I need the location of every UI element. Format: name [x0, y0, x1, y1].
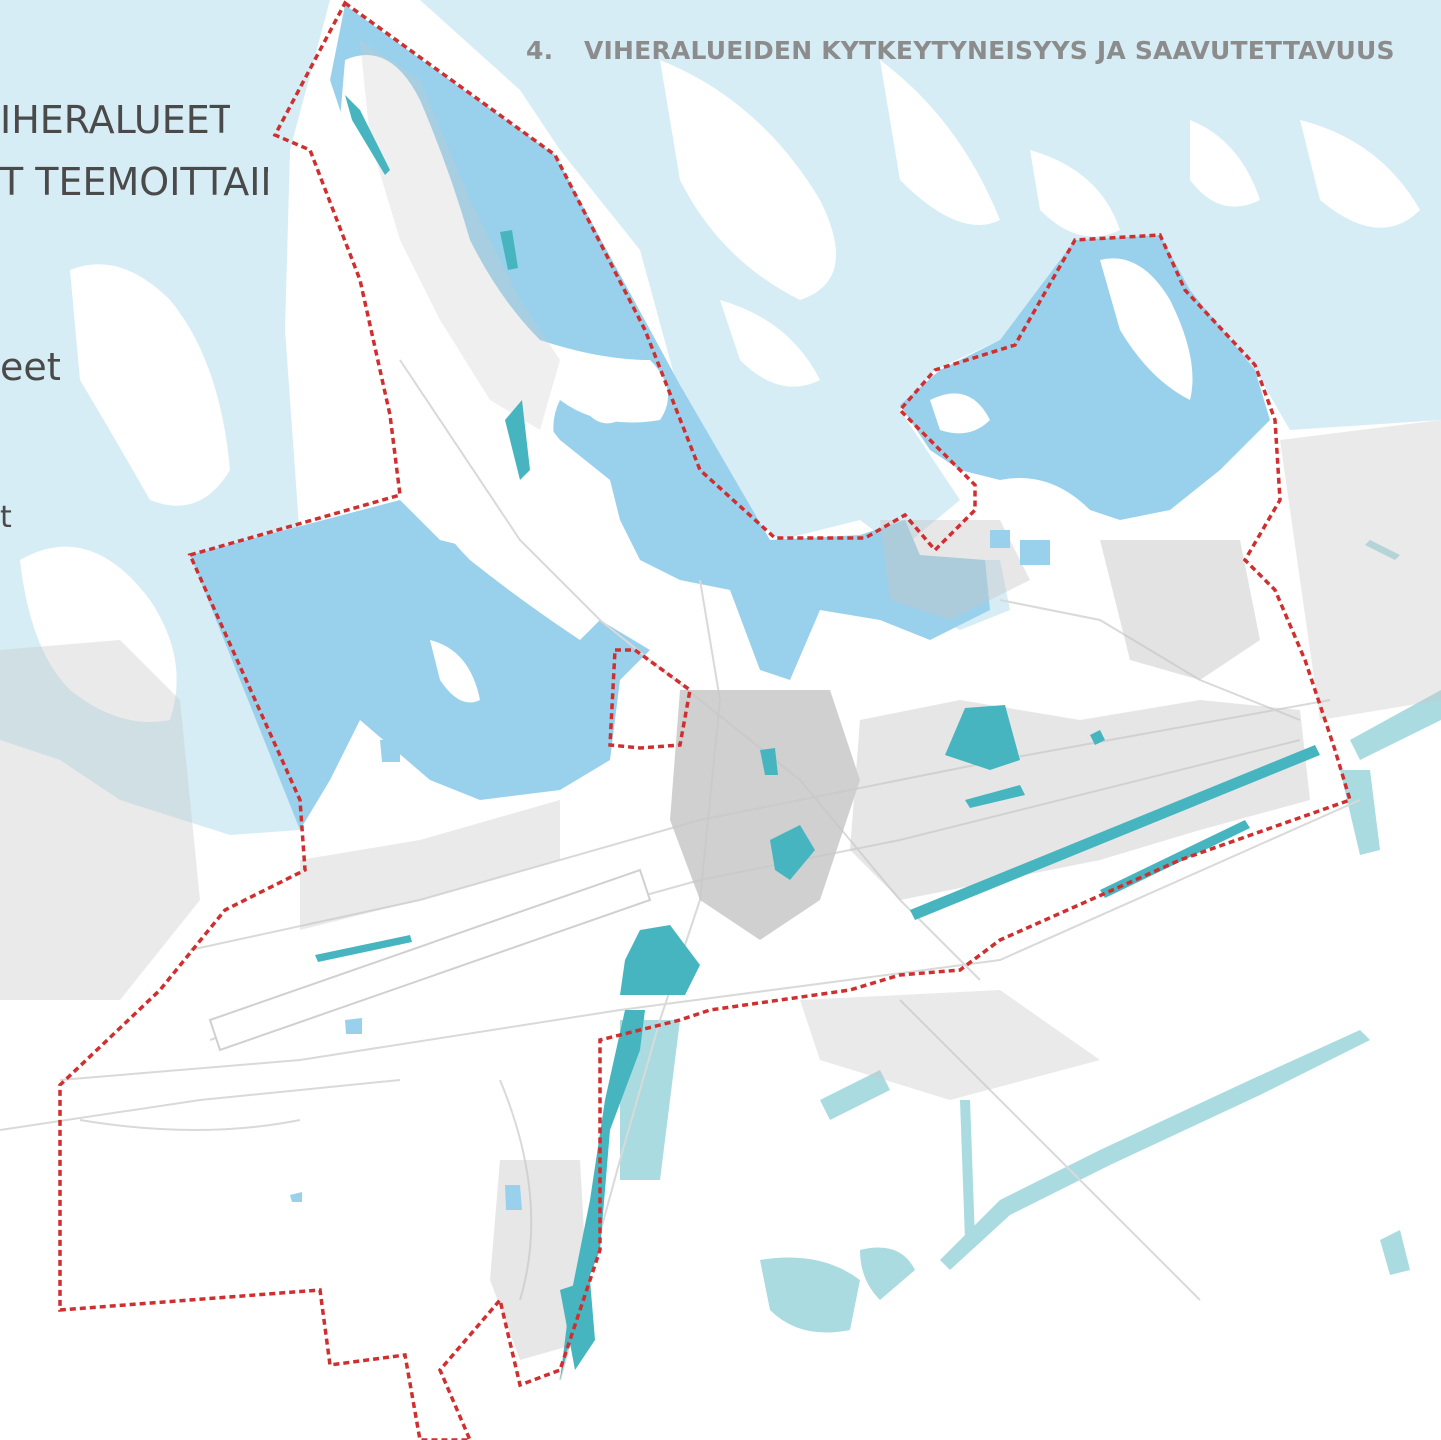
section-header: 4. VIHERALUEIDEN KYTKEYTYNEISYYS JA SAAVU… — [526, 36, 1436, 65]
sidebar-text-line2: T TEEMOITTAIN — [0, 160, 268, 204]
canals — [620, 540, 1441, 1333]
inner-land — [340, 55, 1193, 703]
section-title: VIHERALUEIDEN KYTKEYTYNEISYYS JA SAAVUTE… — [584, 36, 1395, 65]
pools — [290, 530, 1050, 1210]
green-areas — [315, 95, 1320, 1380]
airport-runway — [208, 868, 652, 1052]
boundary-line — [58, 0, 1353, 1440]
section-number: 4. — [526, 36, 554, 65]
sidebar-text-line4: t — [0, 500, 12, 535]
buildings — [0, 40, 1441, 1360]
sidebar-text-line1: IHERALUEET — [0, 98, 230, 142]
sidebar-text-line3: eet — [0, 345, 60, 389]
islands — [20, 60, 1420, 722]
